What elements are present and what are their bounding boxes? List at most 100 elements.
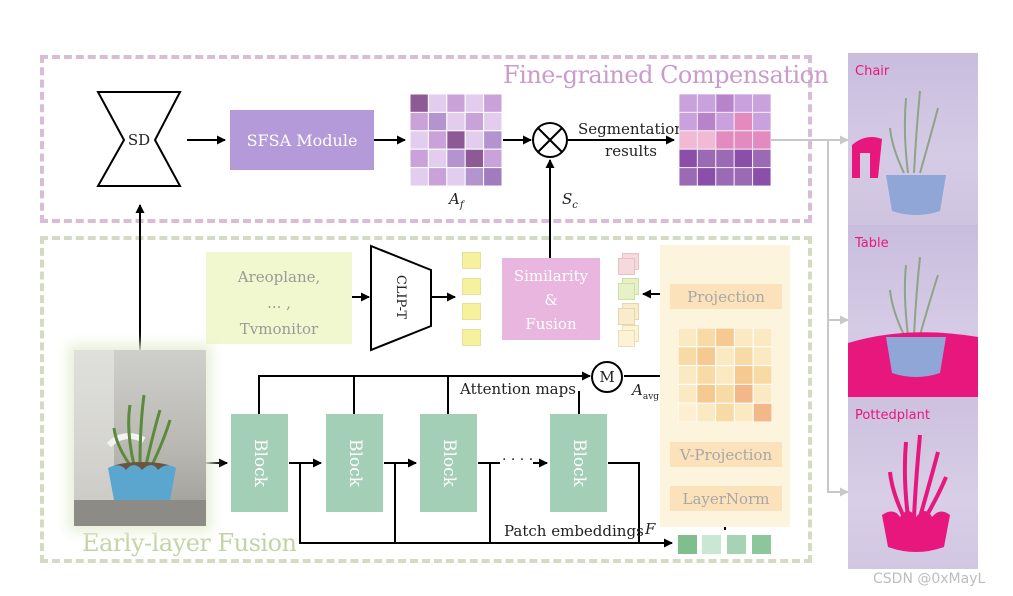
early-layer-title: Early-layer Fusion <box>82 529 297 557</box>
patch-embeddings-label: Patch embeddings <box>504 522 644 540</box>
attention-matrix-cell <box>677 383 698 404</box>
segmentation-matrix-cell <box>678 93 698 113</box>
af-label: Af <box>449 190 464 211</box>
af-matrix-cell <box>464 148 485 169</box>
similarity-fusion-module: Similarity & Fusion <box>502 258 600 340</box>
af-matrix-cell <box>409 130 429 150</box>
pottedplant-mask <box>888 434 948 518</box>
output-image-pottedplant: Pottedplant <box>848 397 978 569</box>
segmentation-matrix-cell <box>752 93 772 113</box>
class-name-first: Areoplane, <box>237 268 321 286</box>
layernorm-module: LayerNorm <box>670 486 782 511</box>
attention-matrix-cell <box>696 365 717 385</box>
transformer-block-n: Block <box>550 414 607 512</box>
fused-feature-cell <box>618 258 635 275</box>
sfsa-module: SFSA Module <box>230 110 374 170</box>
attention-matrix-cell <box>733 346 754 367</box>
af-matrix-cell <box>483 93 503 113</box>
v-projection-module: V-Projection <box>670 442 782 467</box>
af-matrix-cell <box>483 167 503 187</box>
class-name-ellipsis: ... , <box>267 294 291 312</box>
sd-module-label: SD <box>127 131 151 149</box>
af-matrix-cell <box>483 130 503 150</box>
watermark: CSDN @0xMayL <box>873 571 986 587</box>
segmentation-matrix-cell <box>733 130 754 150</box>
segmentation-matrix-cell <box>696 130 717 150</box>
class-name-last: Tvmonitor <box>239 320 319 338</box>
input-image <box>74 350 206 526</box>
attention-matrix-cell <box>696 383 717 404</box>
attention-matrix-cell <box>733 365 754 385</box>
attention-matrix-cell <box>715 365 735 385</box>
attention-matrix-cell <box>677 402 698 423</box>
segmentation-matrix-cell <box>678 167 698 187</box>
patch-embedding-cell <box>752 535 771 554</box>
af-matrix-cell <box>446 167 466 187</box>
output-image-table: Table <box>848 225 978 397</box>
af-matrix-cell <box>464 93 485 113</box>
attention-matrix-cell <box>733 327 754 348</box>
potted-plant-illustration <box>74 350 206 526</box>
attention-maps-label: Attention maps <box>460 380 576 398</box>
attention-matrix-cell <box>733 402 754 423</box>
projection-module: Projection <box>670 284 782 309</box>
attention-matrix-cell <box>696 346 717 367</box>
af-matrix-cell <box>427 111 448 132</box>
segmentation-matrix-cell <box>678 130 698 150</box>
segmentation-matrix-cell <box>733 111 754 132</box>
fine-grained-title: Fine-grained Compensation <box>503 61 829 89</box>
fused-feature-cell <box>618 330 635 347</box>
segmentation-matrix-cell <box>696 111 717 132</box>
af-matrix-cell <box>446 148 466 169</box>
text-embedding-cell <box>462 252 481 269</box>
early-layer-fusion-region <box>40 236 812 563</box>
patch-embedding-cell <box>678 535 697 554</box>
af-matrix-cell <box>427 130 448 150</box>
attention-matrix-cell <box>752 365 773 385</box>
patch-embedding-cell <box>727 535 746 554</box>
text-embedding-cell <box>462 278 481 295</box>
segmentation-matrix-cell <box>696 148 717 169</box>
attention-matrix-cell <box>752 346 773 367</box>
af-matrix-cell <box>427 148 448 169</box>
segmentation-matrix-cell <box>733 167 754 187</box>
af-matrix-cell <box>446 111 466 132</box>
chair-mask <box>852 137 882 178</box>
segmentation-matrix-cell <box>752 148 772 169</box>
segmentation-matrix-cell <box>733 93 754 113</box>
text-embedding-cell <box>462 303 481 320</box>
af-matrix-cell <box>409 111 429 132</box>
output-label-pottedplant: Pottedplant <box>855 408 930 423</box>
fused-feature-cell <box>618 283 635 300</box>
segmentation-matrix-cell <box>715 93 735 113</box>
af-matrix-cell <box>464 130 485 150</box>
af-matrix-cell <box>483 148 503 169</box>
text-embedding-cell <box>462 329 481 346</box>
attention-matrix-cell <box>677 365 698 385</box>
output-label-chair: Chair <box>855 64 890 79</box>
segmentation-matrix-cell <box>696 167 717 187</box>
af-matrix-cell <box>464 167 485 187</box>
block-ellipsis: · · · · <box>502 452 534 468</box>
attention-matrix-cell <box>696 402 717 423</box>
attention-matrix-cell <box>677 327 698 348</box>
sd-hourglass-shape <box>96 91 182 187</box>
segmentation-matrix-cell <box>715 111 735 132</box>
segmentation-matrix <box>678 93 772 187</box>
a-avg-label: Aavg <box>632 381 660 402</box>
attention-matrix-cell <box>696 327 717 348</box>
transformer-block-2: Block <box>326 414 383 512</box>
segmentation-matrix-cell <box>733 148 754 169</box>
attention-matrix-cell <box>715 346 735 367</box>
attention-matrix-cell <box>752 327 773 348</box>
segmentation-matrix-cell <box>678 111 698 132</box>
segmentation-matrix-cell <box>752 167 772 187</box>
attention-matrix-cell <box>715 383 735 404</box>
attention-matrix-cell <box>715 327 735 348</box>
af-matrix-cell <box>409 167 429 187</box>
af-matrix-cell <box>427 93 448 113</box>
output-image-chair: Chair <box>848 53 978 225</box>
segmentation-matrix-cell <box>715 130 735 150</box>
